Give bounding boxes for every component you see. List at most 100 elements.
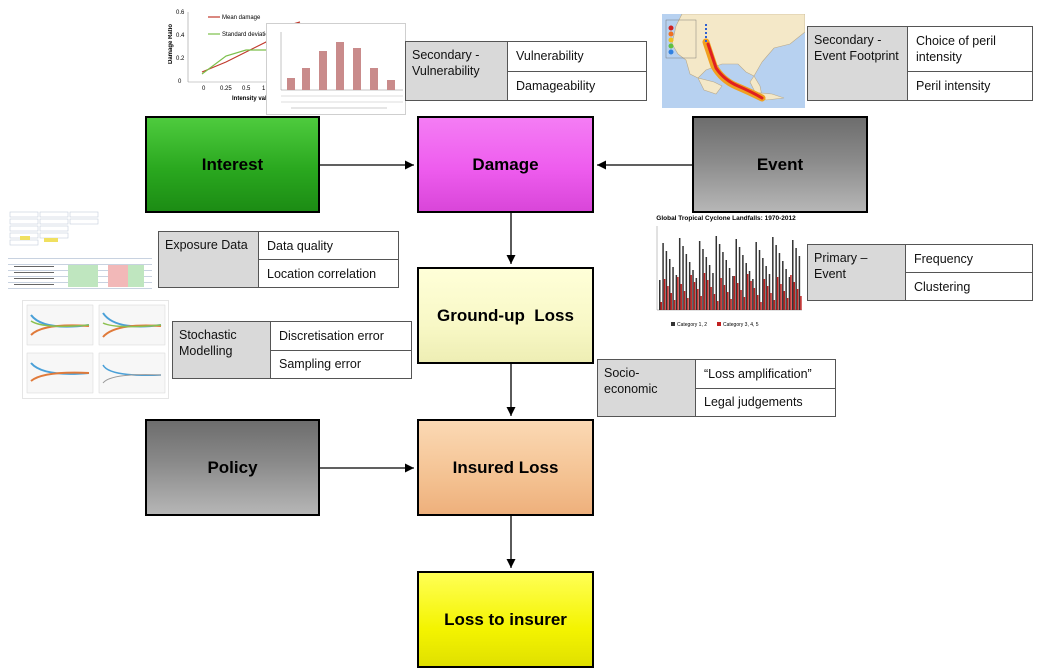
cyclone-bar	[718, 244, 721, 310]
event-box: Event	[692, 116, 868, 213]
cyclone-bar	[685, 254, 688, 310]
y-tick-label: 0.2	[176, 56, 185, 62]
cyclone-bar	[753, 288, 756, 310]
cyclone-bar	[692, 270, 694, 310]
uncertainty-category: Secondary - Vulnerability	[406, 42, 508, 100]
cyclone-bar	[725, 260, 728, 310]
cyclone-bar	[700, 296, 702, 310]
cyclone-bar	[766, 286, 769, 310]
cyclone-chart-title: Global Tropical Cyclone Landfalls: 1970-…	[656, 215, 796, 222]
uncertainty-item: Sampling error	[271, 349, 411, 379]
interest-label: Interest	[201, 154, 264, 174]
damage-box: Damage	[417, 116, 594, 213]
cyclone-bar	[698, 241, 701, 310]
x-tick-label: 0.25	[220, 86, 232, 92]
cyclone-bar	[710, 287, 712, 310]
cyclone-bar	[708, 265, 711, 310]
cyclone-bar	[760, 302, 762, 310]
cyclone-bar	[792, 240, 794, 310]
cyclone-bar	[735, 239, 737, 310]
damageability-histogram-thumbnail	[266, 23, 406, 115]
x-tick-label: 1	[262, 86, 266, 92]
insured-loss-box: Insured Loss	[417, 419, 594, 516]
cyclone-bar	[660, 302, 662, 310]
cyclone-legend-b: Category 3, 4, 5	[723, 322, 759, 328]
stochastic-modelling-table: Stochastic Modelling Discretisation erro…	[172, 321, 412, 379]
cyclone-bar	[742, 255, 744, 310]
x-tick-label: 0	[202, 86, 206, 92]
cyclone-bar	[732, 276, 734, 310]
insured-loss-label: Insured Loss	[452, 457, 559, 477]
ground-up-loss-box: Ground-up Loss	[417, 267, 594, 364]
cyclone-bar	[683, 291, 686, 310]
x-axis-label: Intensity value	[232, 96, 274, 102]
uncertainty-item: Choice of peril intensity	[916, 34, 996, 65]
cyclone-bar	[788, 277, 791, 310]
cyclone-bar	[755, 242, 757, 310]
cyclone-legend-a: Category 1, 2	[677, 322, 707, 328]
policy-label: Policy	[207, 457, 258, 477]
cyclone-bar	[745, 263, 747, 310]
cyclone-bar	[798, 256, 801, 310]
cyclone-bar	[786, 298, 789, 310]
cyclone-bar	[768, 274, 771, 310]
cyclone-bar	[665, 251, 668, 310]
uncertainty-item: Data quality	[267, 238, 334, 253]
cyclone-landfalls-chart-thumbnail: Global Tropical Cyclone Landfalls: 1970-…	[647, 212, 805, 330]
cyclone-bar	[800, 296, 802, 310]
cyclone-bar	[688, 262, 691, 310]
cyclone-bar	[743, 297, 746, 310]
cyclone-bar	[715, 236, 718, 310]
cyclone-bar	[690, 275, 692, 310]
uncertainty-item: Peril intensity	[908, 71, 1032, 100]
cyclone-bar	[677, 277, 679, 310]
cyclone-bar	[695, 278, 698, 310]
stochastic-modelling-plots-thumbnail	[22, 300, 169, 399]
cyclone-bar	[697, 289, 699, 310]
cyclone-bar	[796, 289, 799, 310]
cyclone-bar	[670, 293, 672, 310]
y-tick-label: 0.4	[176, 33, 185, 39]
cyclone-bar	[762, 258, 764, 310]
uncertainty-category: Primary – Event	[808, 245, 906, 300]
uncertainty-item: Frequency	[914, 251, 974, 266]
cyclone-bar	[770, 293, 772, 310]
cyclone-bar	[780, 284, 782, 310]
cyclone-bar	[678, 238, 681, 310]
cyclone-bar	[782, 261, 784, 310]
loss-to-insurer-label: Loss to insurer	[444, 609, 567, 629]
cyclone-bar	[687, 298, 689, 310]
cyclone-bar	[773, 300, 776, 310]
cyclone-bar	[746, 274, 749, 310]
cyclone-bar	[776, 277, 779, 310]
cyclone-bar	[790, 275, 792, 310]
cyclone-bar	[667, 286, 669, 310]
cyclone-bar	[733, 276, 736, 310]
cyclone-bar	[748, 271, 751, 310]
cyclone-bar	[713, 294, 716, 310]
secondary-vulnerability-table: Secondary - Vulnerability Vulnerability …	[405, 41, 647, 101]
cyclone-bar	[693, 282, 696, 310]
cyclone-bar	[740, 290, 742, 310]
cyclone-bar	[662, 243, 664, 310]
uncertainty-category: Exposure Data	[159, 232, 259, 287]
cyclone-bar	[680, 284, 682, 310]
uncertainty-item: Vulnerability	[516, 49, 584, 64]
cyclone-bar	[728, 268, 731, 310]
uncertainty-category: Socio-economic	[598, 360, 696, 416]
y-tick-label: 0.6	[176, 10, 185, 16]
cyclone-bar	[750, 281, 752, 310]
cyclone-bar	[703, 273, 706, 310]
cyclone-bar	[675, 275, 678, 310]
cyclone-bar	[712, 273, 714, 310]
interest-box: Interest	[145, 116, 320, 213]
cyclone-bar	[668, 259, 671, 310]
cyclone-bar	[775, 245, 777, 310]
uncertainty-item: Damageability	[508, 70, 646, 101]
uncertainty-item: Location correlation	[259, 259, 398, 287]
cyclone-bar	[720, 278, 722, 310]
exposure-data-table: Exposure Data Data quality Location corr…	[158, 231, 399, 288]
uncertainty-item: Discretisation error	[279, 328, 384, 343]
x-tick-label: 0.5	[242, 86, 251, 92]
